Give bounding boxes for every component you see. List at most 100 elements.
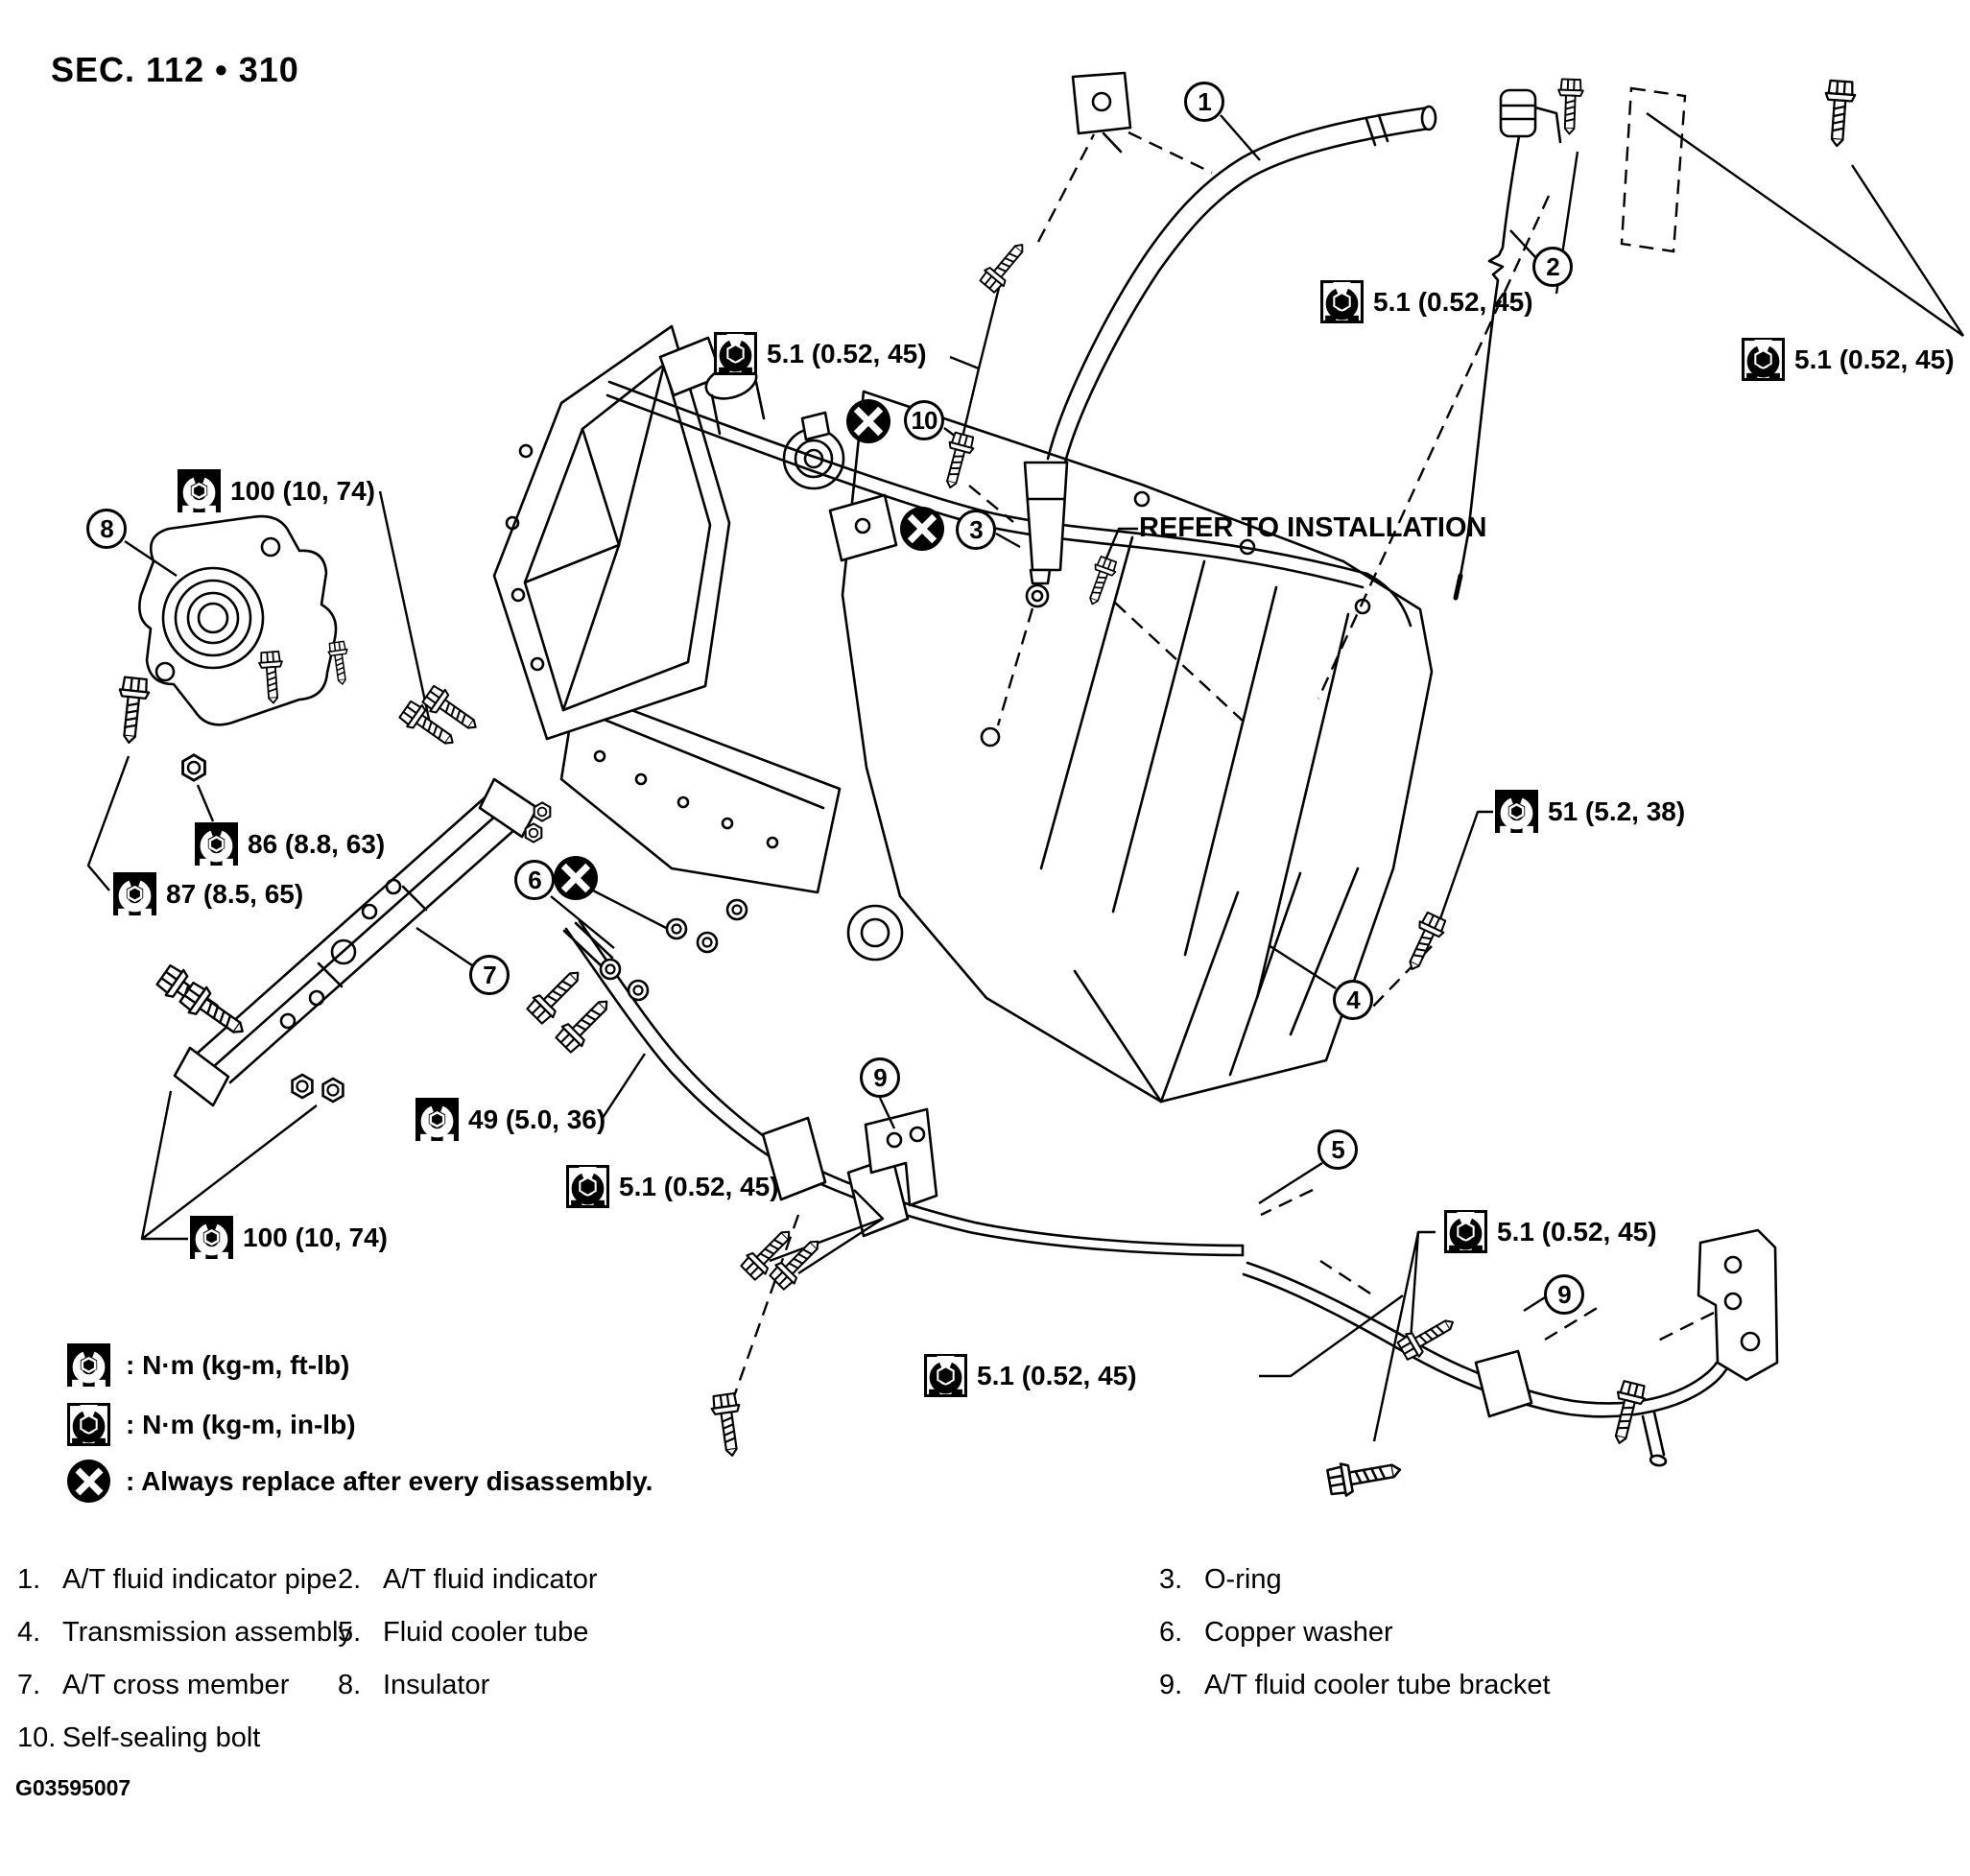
legend-item-2: : N·m (kg-m, in-lb) — [67, 1403, 356, 1446]
part-number: 2. — [338, 1564, 362, 1595]
bolt-icon — [977, 235, 1033, 296]
part-name: A/T cross member — [62, 1670, 290, 1700]
callout-10: 10 — [904, 400, 944, 440]
torque-label-6: 87 (8.5, 65) — [113, 872, 303, 915]
part-item-7: 7. A/T cross member — [17, 1670, 352, 1700]
part-number: 5. — [338, 1617, 362, 1648]
callout-8: 8 — [86, 509, 127, 549]
torque-label-11: 5.1 (0.52, 45) — [924, 1354, 1137, 1397]
copper-washer-icon — [665, 917, 688, 940]
part-name: Copper washer — [1204, 1617, 1393, 1648]
bolt-icon — [523, 962, 589, 1028]
torque-value: 5.1 (0.52, 45) — [1794, 344, 1955, 374]
torque-value: 87 (8.5, 65) — [166, 878, 304, 909]
bolt-icon — [708, 1391, 748, 1459]
wrench-inlb-icon — [1742, 338, 1785, 381]
callout-1: 1 — [1184, 82, 1224, 122]
wrench-ftlb-icon — [113, 872, 156, 915]
torque-value: 5.1 (0.52, 45) — [767, 338, 927, 368]
part-name: Self-sealing bolt — [62, 1722, 261, 1753]
assembly-dashed-lines — [731, 86, 1715, 1400]
torque-value: 5.1 (0.52, 45) — [1373, 286, 1533, 317]
torque-value: 5.1 (0.52, 45) — [977, 1360, 1137, 1390]
page-title: SEC. 112 • 310 — [51, 50, 299, 89]
callout-2: 2 — [1532, 247, 1573, 287]
torque-label-10: 5.1 (0.52, 45) — [566, 1165, 779, 1208]
part-item-9: 9.A/T fluid cooler tube bracket — [1159, 1670, 1551, 1700]
wrench-ftlb-icon — [195, 822, 238, 866]
bolt-icon — [177, 978, 253, 1046]
bolt-icon — [1325, 1452, 1405, 1500]
replace-icon — [846, 399, 890, 443]
copper-washer-icon — [627, 979, 650, 1002]
part-item-3: 3. O-ring — [1159, 1564, 1551, 1595]
bolt-icon — [1555, 78, 1585, 135]
part-name: Insulator — [383, 1670, 490, 1700]
part-name: O-ring — [1204, 1564, 1282, 1595]
wrench-inlb-icon — [67, 1403, 110, 1446]
part-item-4: 4. Transmission assembly — [17, 1617, 352, 1648]
part-number: 4. — [17, 1617, 41, 1648]
bolt-icon — [1820, 79, 1858, 149]
legend-item-1: : N·m (kg-m, ft-lb) — [67, 1343, 349, 1387]
copper-washer-icon — [696, 931, 719, 954]
part-number: 6. — [1159, 1617, 1183, 1648]
torque-label-9: 100 (10, 74) — [190, 1216, 388, 1259]
nut-icon — [321, 1077, 344, 1104]
part-name: Transmission assembly — [62, 1617, 352, 1648]
callout-3: 3 — [956, 510, 996, 550]
torque-value: 100 (10, 74) — [243, 1222, 388, 1252]
refer-to-installation-note: REFER TO INSTALLATION — [1139, 512, 1487, 543]
leader-lines — [86, 112, 1965, 1442]
bolt-icon — [1394, 1309, 1460, 1364]
bolt-icon — [552, 990, 618, 1057]
nut-icon — [291, 1073, 314, 1100]
figure-code: G03595007 — [15, 1775, 131, 1800]
wrench-inlb-icon — [566, 1165, 609, 1208]
torque-label-3: 5.1 (0.52, 45) — [1742, 338, 1955, 381]
wrench-inlb-icon — [924, 1354, 967, 1397]
part-item-2: 2. A/T fluid indicator — [338, 1564, 598, 1595]
torque-value: 5.1 (0.52, 45) — [1497, 1216, 1657, 1247]
transmission-artwork — [138, 71, 1779, 1467]
bolt-icon — [1399, 910, 1450, 976]
wrench-ftlb-icon — [178, 469, 221, 512]
callout-5: 5 — [1317, 1129, 1358, 1170]
part-name: A/T fluid indicator — [383, 1564, 598, 1595]
bolt-icon — [113, 676, 152, 746]
part-name: Fluid cooler tube — [383, 1617, 589, 1648]
legend-item-3: : Always replace after every disassembly… — [67, 1460, 653, 1503]
part-item-6: 6. Copper washer — [1159, 1617, 1551, 1648]
part-number: 9. — [1159, 1670, 1183, 1700]
nut-icon — [533, 801, 552, 822]
torque-value: 100 (10, 74) — [230, 475, 375, 506]
wrench-ftlb-icon — [1495, 790, 1538, 833]
torque-value: 86 (8.8, 63) — [248, 828, 386, 859]
legend-text: : Always replace after every disassembly… — [126, 1465, 653, 1496]
torque-label-8: 51 (5.2, 38) — [1495, 790, 1685, 833]
copper-washer-icon — [599, 958, 622, 981]
wrench-inlb-icon — [1444, 1210, 1487, 1253]
replace-icon — [900, 507, 944, 551]
wrench-ftlb-icon — [67, 1343, 110, 1387]
part-item-5: 5. Fluid cooler tube — [338, 1617, 598, 1648]
callout-7: 7 — [469, 955, 510, 995]
stud-icon — [326, 640, 353, 687]
nut-icon — [181, 753, 206, 782]
part-item-10: 10.Self-sealing bolt — [17, 1722, 352, 1753]
torque-value: 51 (5.2, 38) — [1548, 796, 1686, 826]
part-number: 8. — [338, 1670, 362, 1700]
wrench-ftlb-icon — [415, 1098, 459, 1141]
torque-value: 5.1 (0.52, 45) — [619, 1171, 779, 1201]
part-number: 7. — [17, 1670, 41, 1700]
callout-6: 6 — [514, 860, 555, 900]
replace-icon — [67, 1460, 110, 1503]
part-item-8: 8. Insulator — [338, 1670, 598, 1700]
torque-label-1: 5.1 (0.52, 45) — [714, 332, 927, 375]
part-number: 1. — [17, 1564, 41, 1595]
torque-value: 49 (5.0, 36) — [468, 1104, 606, 1134]
torque-label-12: 5.1 (0.52, 45) — [1444, 1210, 1657, 1253]
part-number: 3. — [1159, 1564, 1183, 1595]
